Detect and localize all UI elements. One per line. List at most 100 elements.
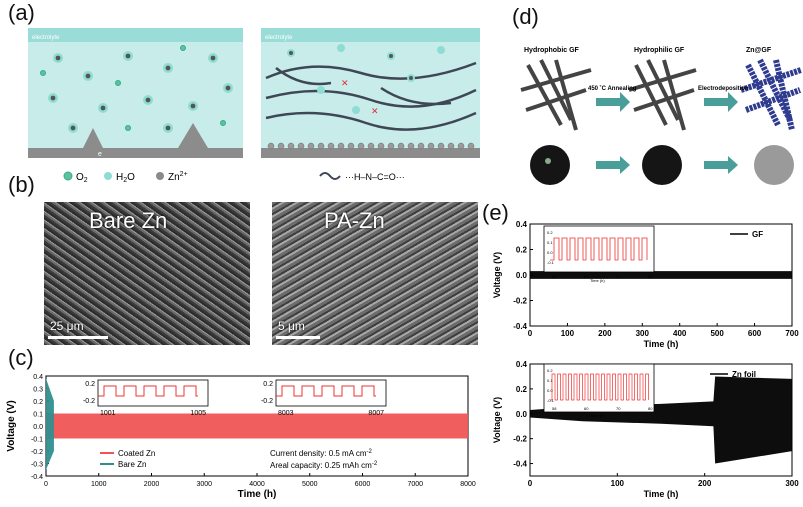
sem-left-title: Bare Zn bbox=[89, 208, 168, 233]
y-tick-label: 0.0 bbox=[516, 271, 528, 280]
areal-capacity-note: Areal capacity: 0.25 mAh cm-2 bbox=[270, 461, 378, 470]
inset-ymax: 0.2 bbox=[85, 381, 95, 388]
y-tick-label: -0.2 bbox=[513, 435, 527, 444]
left-ions bbox=[40, 45, 233, 133]
inset-ytick: 0.0 bbox=[547, 388, 553, 393]
inset-xtick: 60 bbox=[584, 406, 589, 411]
inset-ytick: -0.1 bbox=[547, 398, 555, 403]
inset-trace bbox=[550, 237, 648, 261]
inset-xlabel: Time (h) bbox=[590, 278, 605, 283]
y-tick-label: 0.2 bbox=[516, 385, 528, 394]
x-tick-label: 6000 bbox=[355, 481, 371, 488]
y-tick-label: 0.0 bbox=[33, 424, 43, 431]
x-tick-label: 700 bbox=[785, 329, 799, 338]
x-axis-label: Time (h) bbox=[644, 489, 679, 499]
x-tick-label: 100 bbox=[611, 479, 625, 488]
inset-trace bbox=[550, 373, 649, 401]
sem-right-scalebar bbox=[276, 336, 320, 339]
arrow1-text: 450 ˚C Annealing bbox=[588, 85, 637, 92]
series-band-1 bbox=[46, 378, 54, 470]
x-tick-label: 100 bbox=[561, 329, 575, 338]
x-tick-label: 0 bbox=[528, 329, 533, 338]
inset-xtick: 58 bbox=[552, 406, 557, 411]
sem-bare-zn: Bare Zn 25 μm bbox=[44, 202, 250, 345]
svg-text:H2O: H2O bbox=[116, 172, 135, 184]
inset-trace bbox=[98, 385, 198, 397]
panel-c-label: (c) bbox=[8, 345, 34, 370]
y-tick-label: -0.2 bbox=[513, 297, 527, 306]
x-tick-label: 5000 bbox=[302, 481, 318, 488]
y-tick-label: -0.3 bbox=[31, 462, 43, 469]
svg-text:✕: ✕ bbox=[341, 78, 349, 88]
y-tick-label: 0.3 bbox=[33, 387, 43, 394]
step3-text: Zn@GF bbox=[746, 47, 772, 54]
series-band-0 bbox=[530, 376, 792, 464]
panel-a-legend: O2 H2O Zn2+ ···H–N–C=O··· bbox=[63, 171, 405, 184]
panel-d-label: (d) bbox=[512, 4, 539, 29]
y-tick-label: 0.2 bbox=[33, 399, 43, 406]
x-tick-label: 300 bbox=[636, 329, 650, 338]
inset-x1: 8007 bbox=[368, 410, 384, 417]
inset-frame bbox=[275, 379, 387, 407]
left-zn-text: Zn bbox=[30, 160, 38, 167]
current-density-note: Current density: 0.5 mA cm-2 bbox=[270, 449, 372, 458]
x-tick-label: 7000 bbox=[407, 481, 423, 488]
inset-xtick: 60 bbox=[584, 274, 589, 279]
inset-xtick: 80 bbox=[648, 274, 653, 279]
sem-pa-zn: PA-Zn 5 μm bbox=[272, 202, 478, 345]
step1-text: Hydrophobic GF bbox=[524, 47, 580, 54]
y-tick-label: -0.1 bbox=[31, 437, 43, 444]
panel-a-label: (a) bbox=[8, 0, 35, 25]
y-tick-label: 0.2 bbox=[516, 246, 528, 255]
arrow2-text: Electrodeposition bbox=[698, 86, 749, 92]
y-tick-label: 0.4 bbox=[33, 374, 43, 381]
inset-ymin: -0.2 bbox=[83, 398, 95, 405]
x-tick-label: 0 bbox=[528, 479, 533, 488]
left-electrolyte-text: electrolyte bbox=[32, 35, 60, 41]
inset-xtick: 70 bbox=[616, 406, 621, 411]
panel-b-label: (b) bbox=[8, 172, 35, 197]
y-tick-label: -0.4 bbox=[513, 460, 527, 469]
inset-x0: 8003 bbox=[278, 410, 294, 417]
x-tick-label: 8000 bbox=[460, 481, 476, 488]
x-axis-label: Time (h) bbox=[238, 489, 277, 500]
legend-bare-label: Bare Zn bbox=[118, 460, 146, 469]
inset-trace bbox=[276, 385, 376, 397]
x-tick-label: 4000 bbox=[249, 481, 265, 488]
inset-x1: 1005 bbox=[190, 410, 206, 417]
series-band-0 bbox=[530, 271, 792, 279]
inset-xtick: 70 bbox=[616, 274, 621, 279]
inset-ytick: 0.1 bbox=[547, 240, 553, 245]
right-electrolyte-text: electrolyte bbox=[265, 35, 293, 41]
inset-ytick: 0.2 bbox=[547, 230, 553, 235]
inset-xtick: 80 bbox=[648, 406, 653, 411]
svg-text:O2: O2 bbox=[76, 172, 88, 184]
legend-znfoil-label: Zn foil bbox=[732, 370, 756, 379]
inset-ytick: 0.2 bbox=[547, 368, 553, 373]
inset-xtick: 58 bbox=[552, 274, 557, 279]
y-tick-label: 0.4 bbox=[516, 360, 528, 369]
svg-text:Zn2+: Zn2+ bbox=[168, 171, 188, 183]
sem-right-title: PA-Zn bbox=[324, 208, 385, 233]
inset-ymax: 0.2 bbox=[263, 381, 273, 388]
electron-left: e bbox=[98, 151, 102, 158]
y-axis-label: Voltage (V) bbox=[492, 252, 502, 298]
x-tick-label: 1000 bbox=[91, 481, 107, 488]
step2-text: Hydrophilic GF bbox=[634, 47, 685, 54]
inset-ytick: 0.0 bbox=[547, 250, 553, 255]
inset-x0: 1001 bbox=[100, 410, 116, 417]
y-axis-label: Voltage (V) bbox=[6, 400, 17, 451]
x-tick-label: 2000 bbox=[144, 481, 160, 488]
panel-a-schematic: electrolyte Zn e electrolyte ✕ ✕ Zn bbox=[28, 28, 480, 167]
inset-ytick: -0.1 bbox=[547, 260, 555, 265]
inset-frame bbox=[97, 379, 209, 407]
x-axis-label: Time (h) bbox=[644, 339, 679, 349]
sem-left-scale-text: 25 μm bbox=[50, 319, 84, 333]
right-zn-text: Zn bbox=[263, 160, 271, 167]
x-tick-label: 500 bbox=[710, 329, 724, 338]
y-tick-label: 0.1 bbox=[33, 412, 43, 419]
x-tick-label: 0 bbox=[44, 481, 48, 488]
